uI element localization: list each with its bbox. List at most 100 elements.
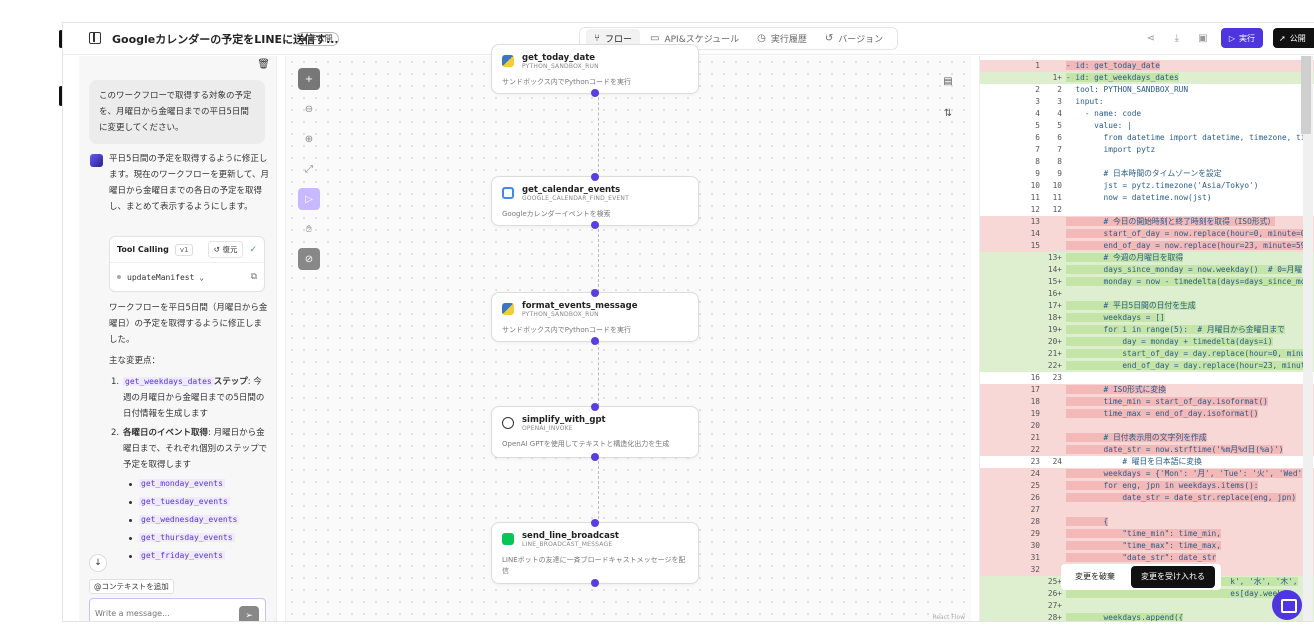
code-line: 14+ days_since_monday = now.weekday() # … — [980, 264, 1314, 276]
new-line-number: 23 — [1052, 373, 1062, 382]
old-line-number: 6 — [1035, 133, 1040, 142]
code-text: - id: get_today_date — [1066, 61, 1160, 70]
scrollbar-thumb[interactable] — [1301, 56, 1311, 134]
tab-api-schedule[interactable]: ▭ API&スケジュール — [642, 29, 747, 48]
tab-flow[interactable]: ⑂ フロー — [586, 29, 641, 48]
sidebar-toggle-icon[interactable] — [89, 32, 101, 44]
privacy-badge[interactable]: 🔒︎ 非公開 — [296, 32, 339, 46]
tab-label: バージョン — [838, 35, 884, 45]
inline-code: get_wednesday_events — [139, 515, 240, 524]
code-text: start_of_day = day.replace(hour=0, minu — [1066, 349, 1306, 358]
node-port[interactable] — [591, 453, 599, 461]
new-line-number: 17+ — [1047, 301, 1062, 310]
restore-button[interactable]: ↺ 復元 — [207, 241, 244, 258]
code-line: 17+ # 平日5日間の日付を生成 — [980, 300, 1314, 312]
python-icon — [502, 55, 514, 67]
old-line-number: 22 — [1030, 445, 1040, 454]
zoom-out-button[interactable]: ⊖ — [298, 98, 320, 120]
code-text: # 今週の月曜日を取得 — [1066, 253, 1184, 262]
old-line-number: 25 — [1030, 481, 1040, 490]
add-node-button[interactable]: + — [298, 68, 320, 90]
code-text: tool: PYTHON_SANDBOX_RUN — [1066, 85, 1189, 94]
tab-run-history[interactable]: ◷ 実行履歴 — [749, 29, 815, 48]
arrow-down-icon[interactable]: ↓ — [89, 554, 107, 572]
code-text: # 日付表示用の文字列を作成 — [1066, 433, 1207, 442]
message-input[interactable] — [95, 609, 235, 618]
new-line-number: 20+ — [1047, 337, 1062, 346]
code-text: monday = now - timedelta(days=days_since… — [1066, 277, 1306, 286]
code-line: 13+ # 今週の月曜日を取得 — [980, 252, 1314, 264]
react-flow-attribution[interactable]: React Flow — [932, 614, 965, 621]
run-button[interactable]: ▷ 実行 — [1220, 28, 1263, 48]
code-text: date_str = now.strftime('%m月%d日(%a)') — [1066, 445, 1284, 454]
scrollbar[interactable] — [1301, 56, 1313, 621]
inline-code: get_thursday_events — [139, 533, 235, 542]
workflow-title[interactable]: Googleカレンダーの予定をLINEに送信す... — [112, 33, 339, 46]
discard-changes-button[interactable]: 変更を破棄 — [1065, 566, 1125, 588]
code-line: 22 date_str = now.strftime('%m月%d日(%a)') — [980, 444, 1314, 456]
sort-button[interactable]: ⇅ — [937, 102, 959, 124]
new-line-number: 12 — [1052, 205, 1062, 214]
new-line-number: 3 — [1057, 97, 1062, 106]
fit-view-button[interactable]: ⤢ — [298, 158, 320, 180]
tab-versions[interactable]: ↺ バージョン — [817, 29, 891, 48]
trash-icon[interactable]: 🗑︎ — [257, 59, 270, 70]
download-icon[interactable]: ⤓ — [1174, 32, 1180, 44]
pan-mode-button[interactable]: ✋︎ — [298, 218, 320, 240]
code-line: 27 — [980, 504, 1314, 516]
openai-icon — [502, 417, 514, 429]
node-port[interactable] — [591, 337, 599, 345]
code-line: 26+ es[day.weekd — [980, 588, 1314, 600]
code-text: # 今日の開始時刻と終了時刻を取得（ISO形式） — [1066, 217, 1276, 226]
zoom-in-button[interactable]: ⊕ — [298, 128, 320, 150]
node-title: get_calendar_events — [522, 185, 621, 195]
select-mode-button[interactable]: ▷ — [298, 188, 320, 210]
copy-icon[interactable]: ⧉ — [250, 272, 257, 282]
code-text: import pytz — [1066, 145, 1156, 154]
save-icon[interactable]: ▣ — [1198, 32, 1208, 44]
node-port[interactable] — [591, 173, 599, 181]
node-port[interactable] — [591, 289, 599, 297]
accept-changes-button[interactable]: 変更を受け入れる — [1131, 566, 1215, 588]
share-icon[interactable]: ⋖ — [1146, 32, 1156, 44]
view-tabs: ⑂ フロー ▭ API&スケジュール ◷ 実行履歴 ↺ バージョン — [579, 27, 899, 50]
code-text: day = monday + timedelta(days=i) — [1066, 337, 1273, 346]
node-port[interactable] — [591, 579, 599, 587]
send-button[interactable]: ➢ — [239, 606, 259, 621]
map-off-icon: ⊘ — [304, 253, 314, 265]
old-line-number: 14 — [1030, 229, 1040, 238]
code-text: date_str = date_str.replace(eng, jpn) — [1066, 493, 1297, 502]
old-line-number: 32 — [1030, 565, 1040, 574]
code-text: { — [1066, 517, 1109, 526]
node-port[interactable] — [591, 221, 599, 229]
node-port[interactable] — [591, 89, 599, 97]
node-tool: PYTHON_SANDBOX_RUN — [522, 63, 599, 70]
layout-button[interactable]: ▤ — [937, 70, 959, 92]
node-port[interactable] — [591, 403, 599, 411]
lock-icon: 🔒︎ — [302, 34, 307, 43]
minimap-toggle[interactable]: ⊘ — [298, 248, 320, 270]
add-context-button[interactable]: @コンテキストを追加 — [89, 579, 174, 594]
new-line-number: 11 — [1052, 193, 1062, 202]
code-line: 30 "time_max": time_max, — [980, 540, 1314, 552]
canvas-right-controls: ▤ ⇅ — [937, 70, 959, 134]
code-line: 16+ — [980, 288, 1314, 300]
node-description: サンドボックス内でPythonコードを実行 — [502, 326, 632, 334]
publish-button[interactable]: ➚ 公開 — [1273, 28, 1314, 48]
help-chat-icon[interactable] — [1272, 590, 1302, 620]
edge-marker — [59, 30, 63, 48]
node-port[interactable] — [591, 519, 599, 527]
calendar-icon: ▭ — [650, 33, 660, 44]
tool-function-row[interactable]: updateManifest ⌄ ⧉ — [110, 263, 264, 291]
